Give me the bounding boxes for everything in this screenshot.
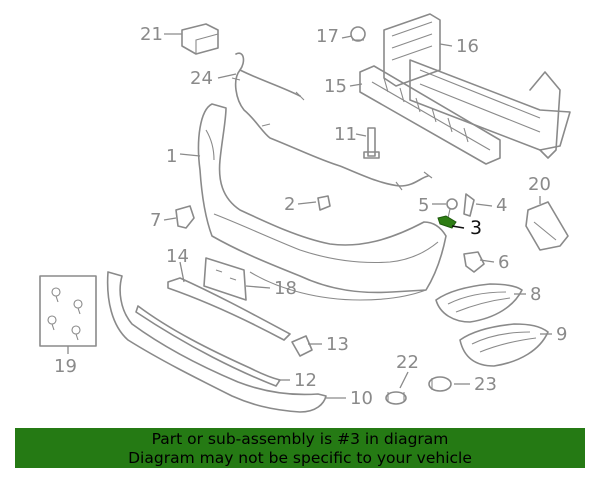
callout-10: 10 <box>350 388 373 409</box>
callout-11: 11 <box>334 124 357 145</box>
callout-21: 21 <box>140 24 163 45</box>
callout-18: 18 <box>274 278 297 299</box>
callout-3-highlighted: 3 <box>470 217 482 239</box>
banner-line-disclaimer: Diagram may not be specific to your vehi… <box>128 449 472 467</box>
callout-12: 12 <box>294 370 317 391</box>
part-10-valance <box>106 271 327 413</box>
callout-9: 9 <box>556 324 567 345</box>
part-21-bracket <box>181 23 219 55</box>
part-1-bumper-cover <box>197 103 447 301</box>
part-14-strip <box>167 277 291 341</box>
callout-14: 14 <box>166 246 189 267</box>
callout-20: 20 <box>528 174 551 195</box>
callout-24: 24 <box>190 68 213 89</box>
part-20-cover <box>525 201 569 251</box>
part-2-clip <box>317 195 331 211</box>
info-banner: Part or sub-assembly is #3 in diagram Di… <box>15 428 585 468</box>
callout-4: 4 <box>496 195 507 216</box>
callout-15: 15 <box>324 76 347 97</box>
part-17-clip <box>350 26 366 42</box>
part-5-screw <box>446 198 458 219</box>
part-13-sensor <box>291 335 313 357</box>
callout-2: 2 <box>284 194 295 215</box>
part-4-bolt <box>463 193 475 217</box>
leader-lines <box>67 33 552 399</box>
callout-16: 16 <box>456 36 479 57</box>
part-24-harness <box>231 52 433 191</box>
callout-19: 19 <box>54 356 77 377</box>
callout-6: 6 <box>498 252 509 273</box>
part-11-bolt <box>363 127 380 159</box>
callout-23: 23 <box>474 374 497 395</box>
part-3-highlighted <box>437 215 457 229</box>
part-7-bracket <box>175 205 195 229</box>
part-23-bushing <box>428 376 452 392</box>
callout-13: 13 <box>326 334 349 355</box>
callout-5: 5 <box>418 195 429 216</box>
banner-line-part: Part or sub-assembly is #3 in diagram <box>151 430 449 448</box>
part-8-lamp <box>435 283 523 323</box>
callout-22: 22 <box>396 352 419 373</box>
callout-7: 7 <box>150 210 161 231</box>
part-22-bushing <box>385 391 407 405</box>
part-15-absorber <box>359 65 501 165</box>
callout-8: 8 <box>530 284 541 305</box>
part-6-bracket <box>463 251 485 273</box>
part-19-clip-box <box>39 275 97 347</box>
part-12-lower-lip <box>135 305 281 387</box>
parts-diagram: 21 24 1 2 7 17 15 11 16 5 4 3 20 6 8 9 1… <box>39 13 571 413</box>
callout-1: 1 <box>166 146 177 167</box>
callout-17: 17 <box>316 26 339 47</box>
part-18-plate-bracket <box>203 257 247 301</box>
part-9-housing <box>459 323 549 367</box>
